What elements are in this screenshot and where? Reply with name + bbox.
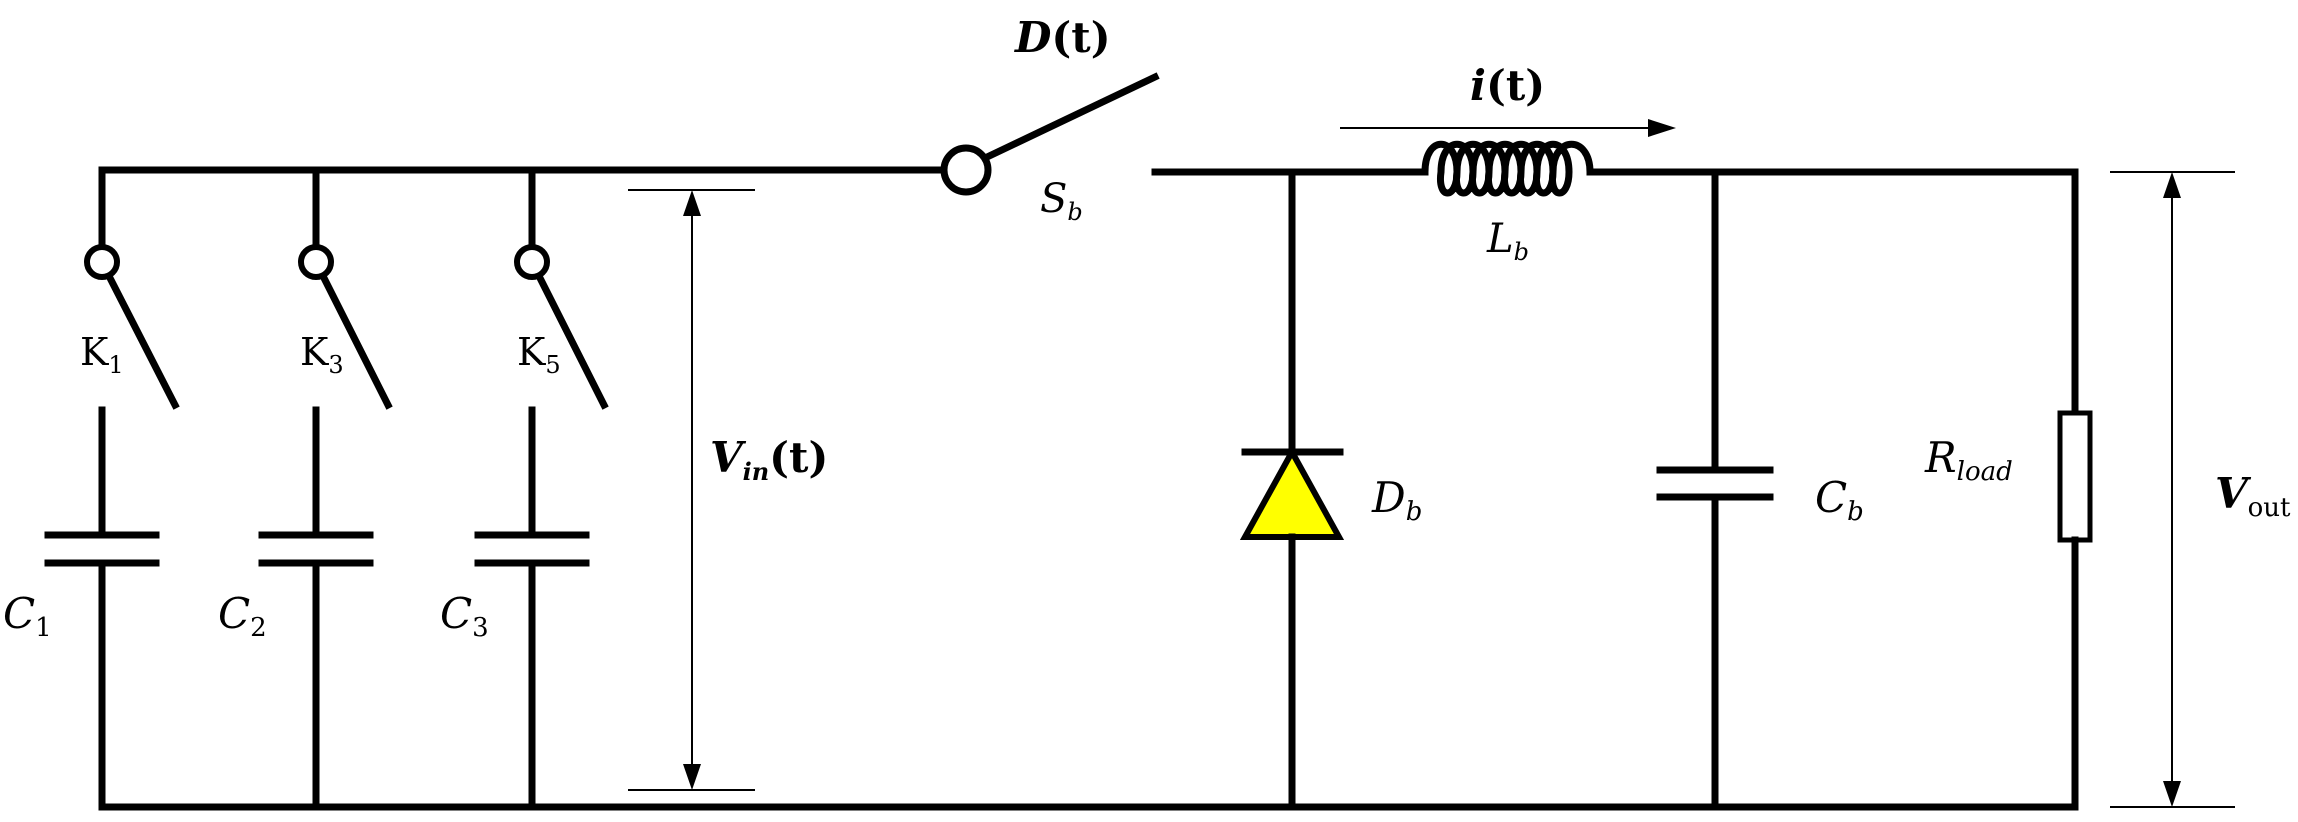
sb-label: Sb: [1040, 176, 1083, 226]
capacitor-branch-3: [474, 166, 609, 811]
k3-switch-terminal: [298, 244, 334, 280]
k5-switch-terminal: [514, 244, 550, 280]
capacitor-c1-symbol: [44, 531, 160, 567]
capacitor-c2-symbol: [258, 531, 374, 567]
vout-label: Vout: [2215, 469, 2291, 523]
capacitor-branch-2: [258, 166, 393, 811]
sb-switch-terminal: [940, 144, 992, 196]
k1-switch-blade: [105, 273, 180, 410]
vin-arrow: [628, 189, 755, 791]
c2-label: C2: [218, 589, 267, 643]
vin-label: Vin(t): [710, 433, 828, 486]
capacitor-branch-1: [44, 166, 180, 811]
sb-switch-blade: [980, 72, 1160, 163]
current-arrow: [1340, 119, 1676, 137]
inductor-lb: [1421, 140, 1594, 197]
k1-label: K1: [80, 330, 124, 379]
switch-control-label: D(t): [1014, 13, 1111, 62]
diode-db-symbol: [1239, 445, 1345, 540]
k3-switch-blade: [319, 273, 393, 410]
db-label: Db: [1371, 473, 1422, 527]
k5-switch-blade: [535, 273, 609, 410]
diode-branch: [1239, 168, 1345, 811]
resistor-rload-symbol: [2057, 410, 2093, 543]
k5-label: K5: [517, 330, 561, 379]
main-switch-sb: [940, 72, 1160, 196]
rload-label: Rload: [1924, 433, 2013, 487]
c1-label: C1: [3, 589, 52, 643]
capacitor-cb-branch: [1656, 168, 1774, 811]
vout-arrow: [2110, 171, 2235, 808]
k3-label: K3: [300, 330, 344, 379]
k1-switch-terminal: [84, 244, 120, 280]
load-branch: [2057, 168, 2093, 811]
lb-label: Lb: [1486, 216, 1529, 266]
capacitor-c3-symbol: [474, 531, 590, 567]
current-label: i(t): [1470, 61, 1545, 110]
c3-label: C3: [440, 589, 489, 643]
cb-label: Cb: [1815, 473, 1864, 527]
